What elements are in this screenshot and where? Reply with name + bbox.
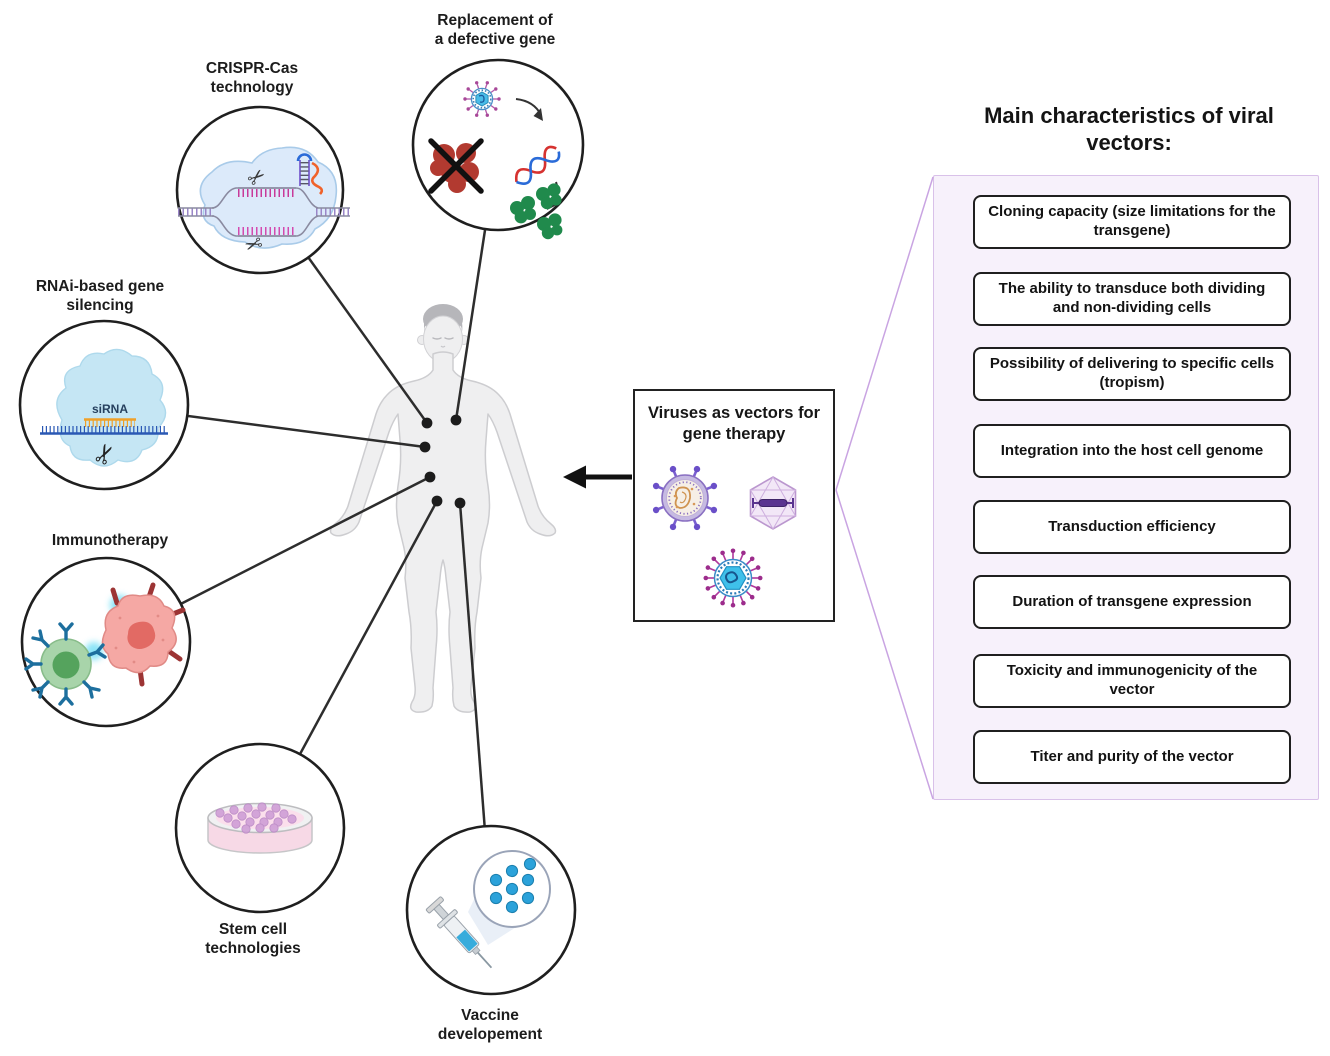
- characteristic-item: Toxicity and immunogenicity of the vecto…: [973, 654, 1291, 708]
- characteristic-item: The ability to transduce both dividing a…: [973, 272, 1291, 326]
- characteristic-item: Duration of transgene expression: [973, 575, 1291, 629]
- viral-vectors-box: Viruses as vectors for gene therapy: [633, 389, 835, 622]
- characteristic-item: Cloning capacity (size limitations for t…: [973, 195, 1291, 249]
- characteristic-item: Possibility of delivering to specific ce…: [973, 347, 1291, 401]
- characteristic-item: Titer and purity of the vector: [973, 730, 1291, 784]
- characteristic-item: Integration into the host cell genome: [973, 424, 1291, 478]
- viral-vectors-box-title: Viruses as vectors for gene therapy: [647, 404, 821, 443]
- characteristic-item: Transduction efficiency: [973, 500, 1291, 554]
- characteristics-panel: Cloning capacity (size limitations for t…: [933, 175, 1319, 800]
